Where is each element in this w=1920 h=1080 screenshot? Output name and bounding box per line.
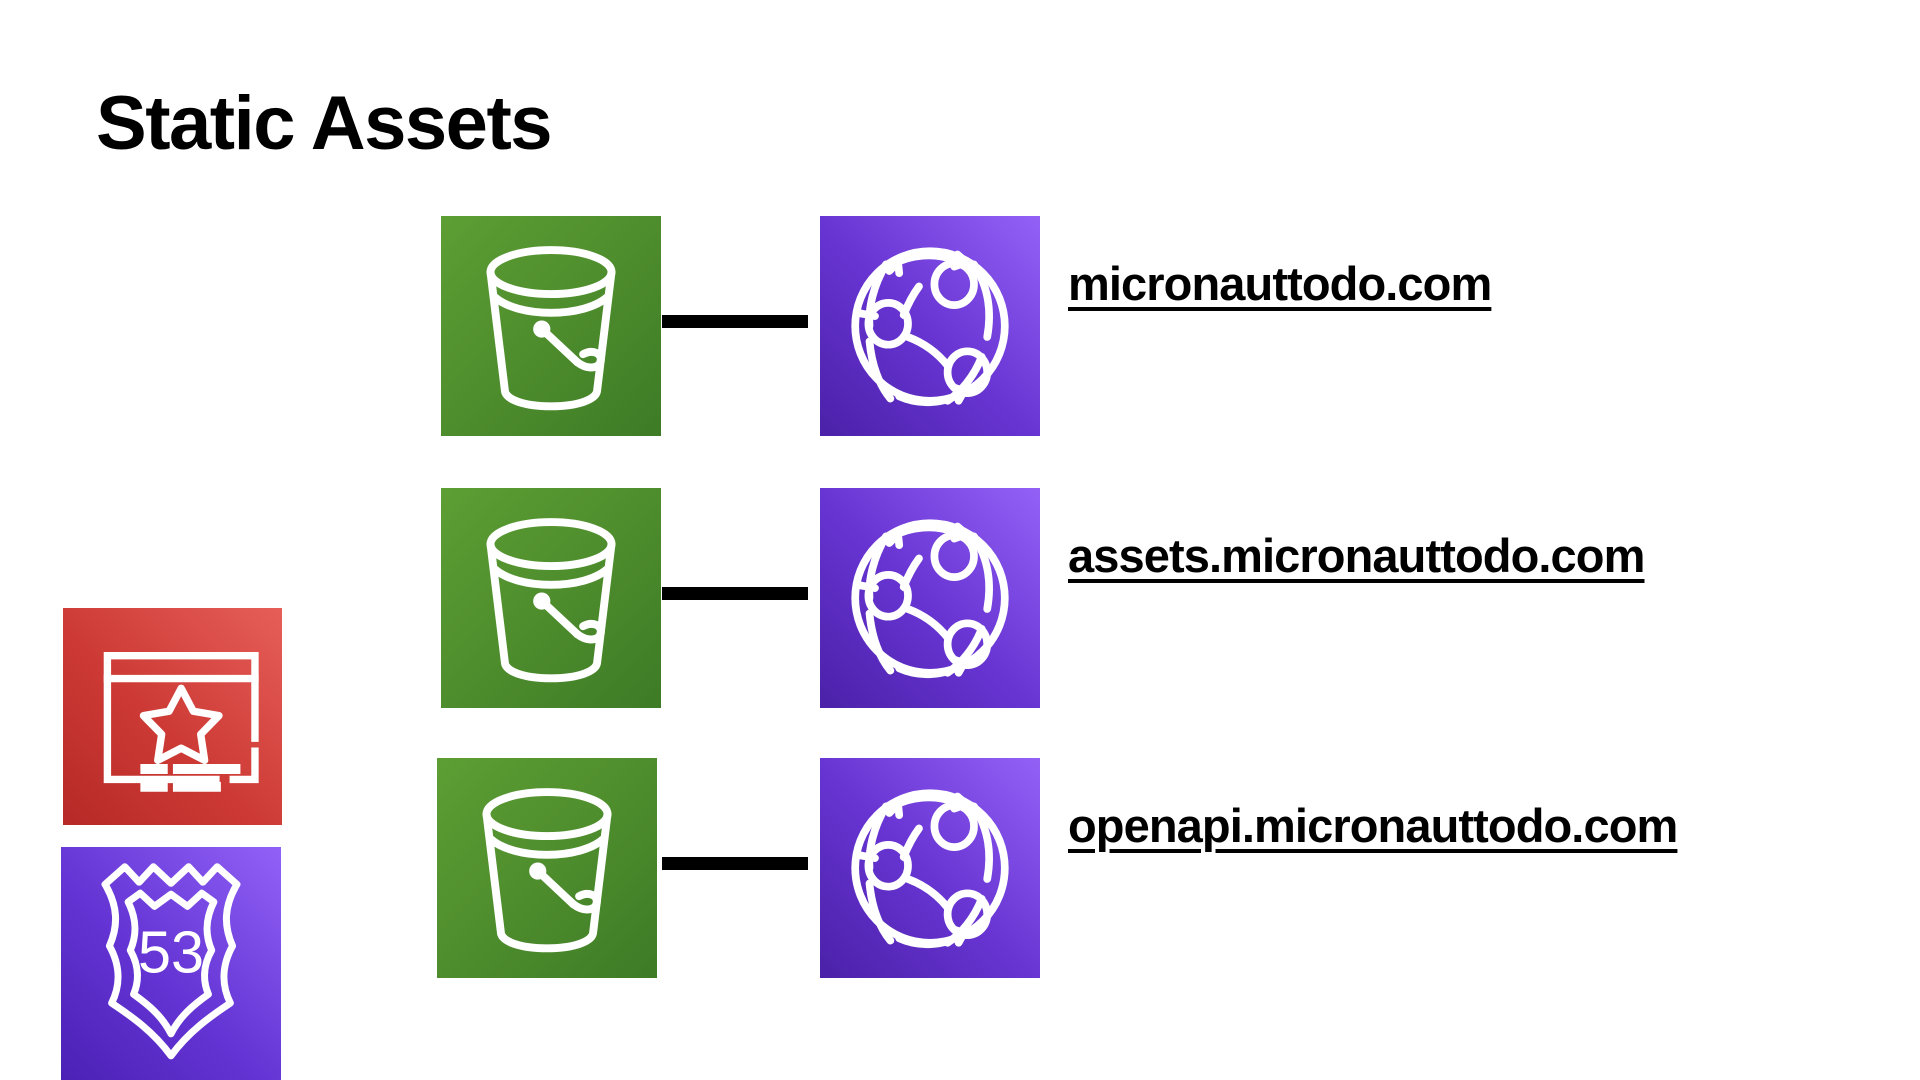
domain-label-row2[interactable]: assets.micronauttodo.com [1068, 529, 1645, 582]
route53-tile[interactable]: 53 [61, 847, 281, 1080]
s3-bucket-tile-row1[interactable] [441, 216, 661, 436]
s3-bucket-icon [482, 788, 612, 953]
cloudfront-tile-row3[interactable] [820, 758, 1040, 978]
connector-line-row2 [662, 587, 808, 600]
page-title: Static Assets [96, 81, 553, 166]
cloudfront-globe-icon [851, 519, 1009, 679]
s3-bucket-icon [486, 518, 616, 683]
connector-line-row3 [662, 857, 808, 870]
route53-badge-number: 53 [138, 918, 204, 985]
route53-shield-icon: 53 [101, 863, 241, 1060]
cloudfront-globe-icon [851, 789, 1009, 949]
s3-bucket-tile-row2[interactable] [441, 488, 661, 708]
s3-bucket-tile-row3[interactable] [437, 758, 657, 978]
domain-label-row3[interactable]: openapi.micronauttodo.com [1068, 799, 1678, 852]
cloudfront-tile-row2[interactable] [820, 488, 1040, 708]
cloudfront-globe-icon [851, 247, 1009, 407]
cloudfront-tile-row1[interactable] [820, 216, 1040, 436]
certificate-manager-tile[interactable] [63, 608, 282, 825]
connector-line-row1 [662, 315, 808, 328]
certificate-manager-icon [103, 652, 259, 792]
s3-bucket-icon [486, 246, 616, 411]
domain-label-row1[interactable]: micronauttodo.com [1068, 257, 1492, 310]
